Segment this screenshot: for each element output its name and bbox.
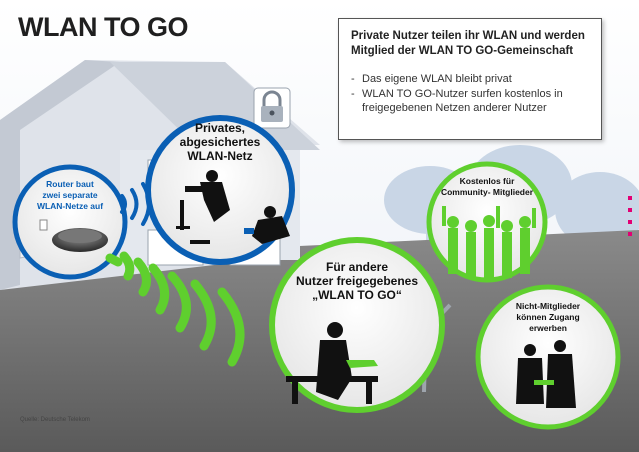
shared-network-circle bbox=[269, 237, 445, 413]
page-title: WLAN TO GO bbox=[18, 12, 189, 42]
info-heading: Private Nutzer teilen ihr WLAN und werde… bbox=[351, 30, 585, 57]
info-bullet: Das eigene WLAN bleibt privat bbox=[351, 72, 589, 86]
community-circle bbox=[426, 161, 548, 283]
private-users-illustration bbox=[176, 170, 290, 244]
shared-user-illustration bbox=[286, 322, 378, 404]
brand-dot bbox=[628, 220, 632, 224]
private-network-circle bbox=[145, 115, 295, 265]
router-label: Router baut zwei separate WLAN-Netze auf bbox=[36, 179, 104, 211]
source-caption: Quelle: Deutsche Telekom bbox=[20, 417, 90, 423]
brand-dot bbox=[628, 196, 632, 200]
info-box: Private Nutzer teilen ihr WLAN und werde… bbox=[338, 18, 602, 140]
wifi-signal-icon bbox=[105, 251, 245, 367]
nonmember-circle bbox=[475, 284, 621, 430]
brand-dot bbox=[628, 232, 632, 236]
router-circle bbox=[12, 164, 128, 280]
nonmember-label: Nicht-Mitglieder können Zugang erwerben bbox=[515, 301, 581, 333]
community-label: Kostenlos für Community- Mitglieder bbox=[440, 176, 534, 197]
private-network-label: Privates, abgesichertes WLAN-Netz bbox=[179, 121, 261, 163]
router-icon bbox=[52, 228, 108, 252]
community-members-illustration bbox=[442, 206, 536, 278]
info-bullet: WLAN TO GO-Nutzer surfen kostenlos in fr… bbox=[351, 87, 589, 115]
nonmember-users-illustration bbox=[516, 340, 576, 408]
brand-dots bbox=[628, 196, 633, 244]
lock-icon bbox=[253, 87, 291, 129]
shared-network-label: Für andere Nutzer freigegebenes „WLAN TO… bbox=[295, 260, 419, 302]
brand-dot bbox=[628, 208, 632, 212]
info-bullets: Das eigene WLAN bleibt privat WLAN TO GO… bbox=[351, 72, 589, 115]
